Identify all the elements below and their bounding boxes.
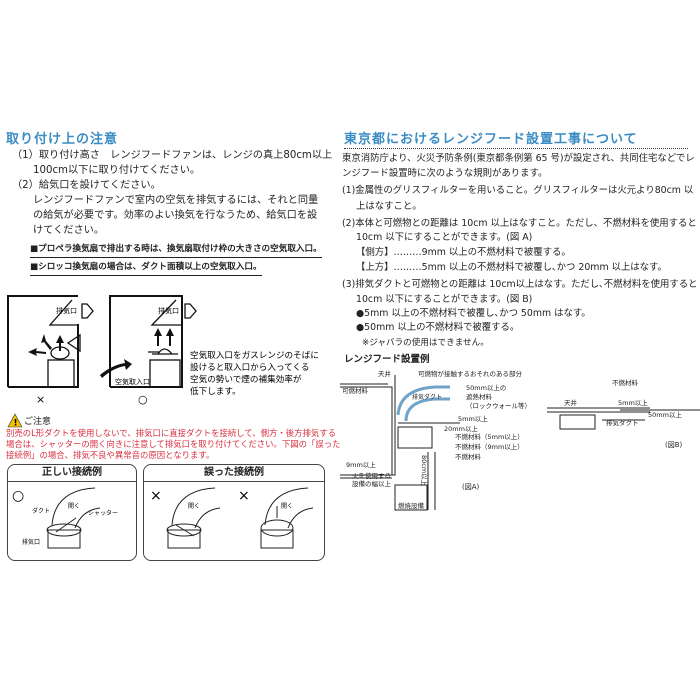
- caution-text: 場合は、シャッターの開く向きに注意して排気口を取り付けてください。下図の「誤った: [6, 439, 341, 449]
- caution-title: ご注意: [24, 417, 52, 427]
- label: 不燃材料: [455, 452, 482, 461]
- caution-text: 接続例」の場合、排気不良や異常音の原因となります。: [6, 450, 215, 460]
- section-title-tokyo: 東京都におけるレンジフード設置工事について: [344, 128, 688, 149]
- correct-example-title: 正しい接続例: [8, 465, 136, 482]
- ceiling-label: 天井: [564, 398, 578, 407]
- label: 遮熱材料: [466, 392, 493, 401]
- label: 9mm以上: [346, 460, 376, 469]
- text-line: 100cm以下に取り付けてください。: [33, 165, 201, 176]
- label: 可燃物が接触するおそれのある部分: [418, 369, 523, 378]
- label: 80cm以上: [420, 455, 429, 487]
- correct-example-box: 正しい接続例: [7, 464, 137, 561]
- explanation-line: 空気取入口をガスレンジのそばに: [190, 349, 319, 361]
- text-line: レンジフードファンで室内の空気を排気するには、それと同量: [33, 195, 319, 206]
- rule-line: ●50mm 以上の不燃材料で被覆する。: [356, 322, 520, 333]
- label: 火を使用する: [352, 471, 391, 480]
- correct-mark: ○: [12, 488, 24, 504]
- rule-line: 【側方】………9mm 以上の不燃材料で被覆する。: [356, 247, 571, 258]
- note-sirocco: ■シロッコ換気扇の場合は、ダクト面積以上の空気取入口。: [30, 260, 262, 276]
- explanation-line: 低下します。: [190, 385, 241, 397]
- warning-icon: !: [7, 413, 23, 429]
- text-line: の給気が必要です。効率のよい換気を行なうため、給気口を設: [33, 210, 318, 221]
- good-mark: ○: [138, 393, 148, 406]
- outlet-label: 排気口: [22, 538, 40, 546]
- label: 20mm以上: [444, 424, 478, 433]
- section-title-installation: 取り付け上の注意: [6, 132, 119, 147]
- intro-line: 東京消防庁より、火災予防条例(東京都条例第 65 号)が設定され、共同住宅などで…: [342, 153, 695, 164]
- label: 排気ダクト: [606, 418, 639, 427]
- open-label: 開く: [281, 503, 293, 510]
- text-line: （1）取り付け高さ レンジフードファンは、レンジの真上80cm以上: [12, 150, 333, 161]
- figure-b-caption: (図B): [665, 441, 683, 449]
- connection-diagrams: ○ × × ダクト 開く シャッター 排気口 開く 開く: [12, 487, 314, 549]
- label: 50mm以上: [648, 410, 682, 419]
- caution-text: 別売のL形ダクトを使用しないで、排気口に直接ダクトを接続して、側方・後方排気する: [6, 428, 337, 438]
- label: 不燃材料（9mm以上）: [455, 442, 524, 451]
- wrong-example-box: 誤った接続例: [143, 464, 325, 561]
- svg-text:!: !: [14, 419, 18, 429]
- open-label: 開く: [188, 503, 200, 510]
- label: 設備の幅以上: [352, 479, 392, 488]
- rule-line: ●5mm 以上の不燃材料で被覆し､かつ 50mm はなす。: [356, 308, 591, 319]
- exhaust-label: 排気口: [158, 306, 179, 315]
- label: 5mm以上: [458, 414, 488, 423]
- label: 不燃材料: [612, 378, 639, 387]
- explanation-line: 設けると取入口から入ってくる: [190, 361, 309, 373]
- intake-diagram: 排気口 排気口 空気取入口 × ○ 空気取入口をガスレンジのそばに 設けると取入…: [7, 295, 319, 406]
- figures-title: レンジフード設置例: [344, 354, 430, 365]
- label: 排気ダクト: [412, 393, 442, 401]
- wrong-mark: ×: [238, 488, 250, 504]
- duct-label: ダクト: [32, 507, 50, 515]
- rule-line: 上はなすこと。: [356, 201, 422, 212]
- text-line: （2）給気口を設けてください。: [12, 180, 161, 191]
- rule-line: (1)金属性のグリスフィルターを用いること。グリスフィルターは火元より80cm …: [342, 185, 694, 196]
- exhaust-label: 排気口: [56, 306, 77, 315]
- label: 5mm以上: [618, 398, 648, 407]
- rule-line: 10cm 以下にすることができます。(図 B): [356, 294, 533, 305]
- open-label: 開く: [68, 503, 80, 510]
- label: 不燃材料（5mm以上）: [455, 432, 524, 441]
- rule-line: (2)本体と可燃物との距離は 10cm 以上はなすこと。ただし、不燃材料を使用す…: [342, 218, 697, 229]
- figure-a-caption: (図A): [462, 483, 480, 491]
- shutter-label: シャッター: [88, 509, 118, 517]
- wrong-mark: ×: [150, 488, 162, 504]
- rule-line: 10cm 以下にすることができます。(図 A): [356, 232, 533, 243]
- intake-label: 空気取入口: [115, 377, 150, 386]
- wrong-example-title: 誤った接続例: [144, 465, 324, 482]
- bad-mark: ×: [36, 393, 45, 406]
- label: 50mm以上の: [466, 383, 506, 392]
- label: 可燃材料: [342, 386, 369, 395]
- label: 燃焼設備: [398, 501, 425, 510]
- explanation-line: 空気の勢いで煙の補集効率が: [190, 373, 302, 385]
- rule-line: ※ジャバラの使用はできません。: [362, 338, 489, 348]
- note-propeller: ■プロペラ換気扇で排出する時は、換気扇取付け枠の大きさの空気取入口。: [30, 242, 322, 258]
- intro-line: ンジフード設置時に次のような規則があります。: [342, 168, 548, 179]
- label: （ロックウォール等）: [466, 401, 531, 410]
- rule-line: (3)排気ダクトと可燃物との距離は 10cm以上はなす。ただし､不燃材料を使用す…: [342, 279, 698, 290]
- rule-line: 【上方】………5mm 以上の不燃材料で被覆し､かつ 20mm 以上はなす。: [356, 262, 667, 273]
- figure-a-b: 天井 可燃物が接触するおそれのある部分 可燃材料 50mm以上の 遮熱材料 （ロ…: [340, 369, 700, 511]
- ceiling-label: 天井: [378, 369, 392, 378]
- text-line: けてください。: [33, 225, 105, 236]
